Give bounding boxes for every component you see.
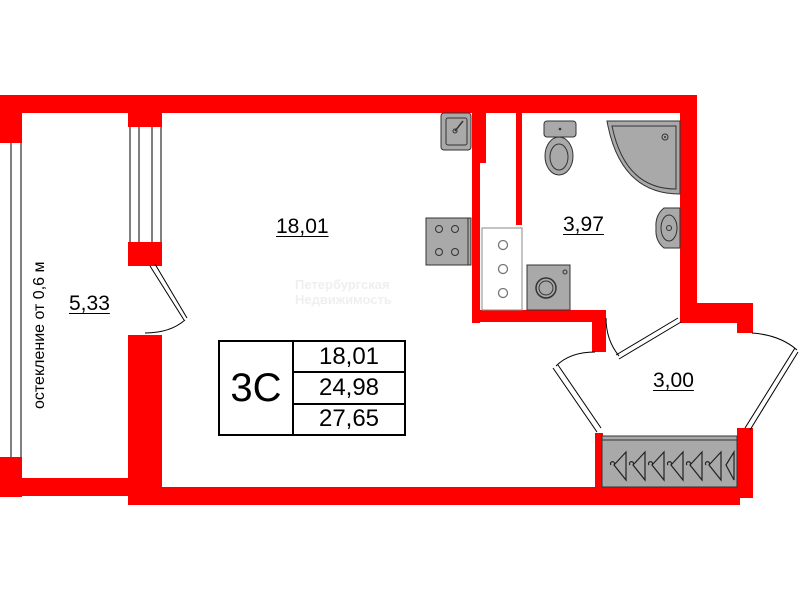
living-area-value: 18,01	[294, 342, 404, 374]
apartment-type: 3C	[220, 342, 294, 434]
wardrobe	[601, 435, 738, 488]
room-area-living: 18,01	[276, 215, 329, 238]
shower-icon	[606, 120, 681, 195]
loggia-glazing	[10, 143, 22, 457]
room-area-bathroom: 3,97	[563, 213, 604, 236]
watermark-line-1: Петербургская	[295, 277, 390, 292]
washing-machine-icon	[526, 264, 571, 311]
room-area-loggia: 5,33	[69, 292, 110, 315]
toilet-icon	[543, 120, 577, 176]
watermark-line-2: Недвижимость	[295, 292, 392, 307]
hallway-doors	[552, 317, 799, 433]
washbasin-icon	[655, 207, 681, 249]
room-area-hallway: 3,00	[653, 369, 694, 392]
watermark: Петербургская Недвижимость	[295, 277, 392, 307]
loggia-door	[144, 263, 188, 334]
radiator-icon	[481, 227, 523, 311]
glazing-note: остекление от 0,6 м	[31, 261, 48, 409]
window	[129, 127, 162, 242]
stove-icon	[425, 217, 472, 266]
kitchen-sink-icon	[440, 112, 472, 151]
total-area-value: 24,98	[294, 373, 404, 405]
total-area-balcony-value: 27,65	[318, 405, 380, 433]
walls	[0, 95, 753, 505]
hanger-icons	[609, 449, 735, 482]
area-legend: 3C 18,01 24,98 27,65	[218, 340, 406, 436]
